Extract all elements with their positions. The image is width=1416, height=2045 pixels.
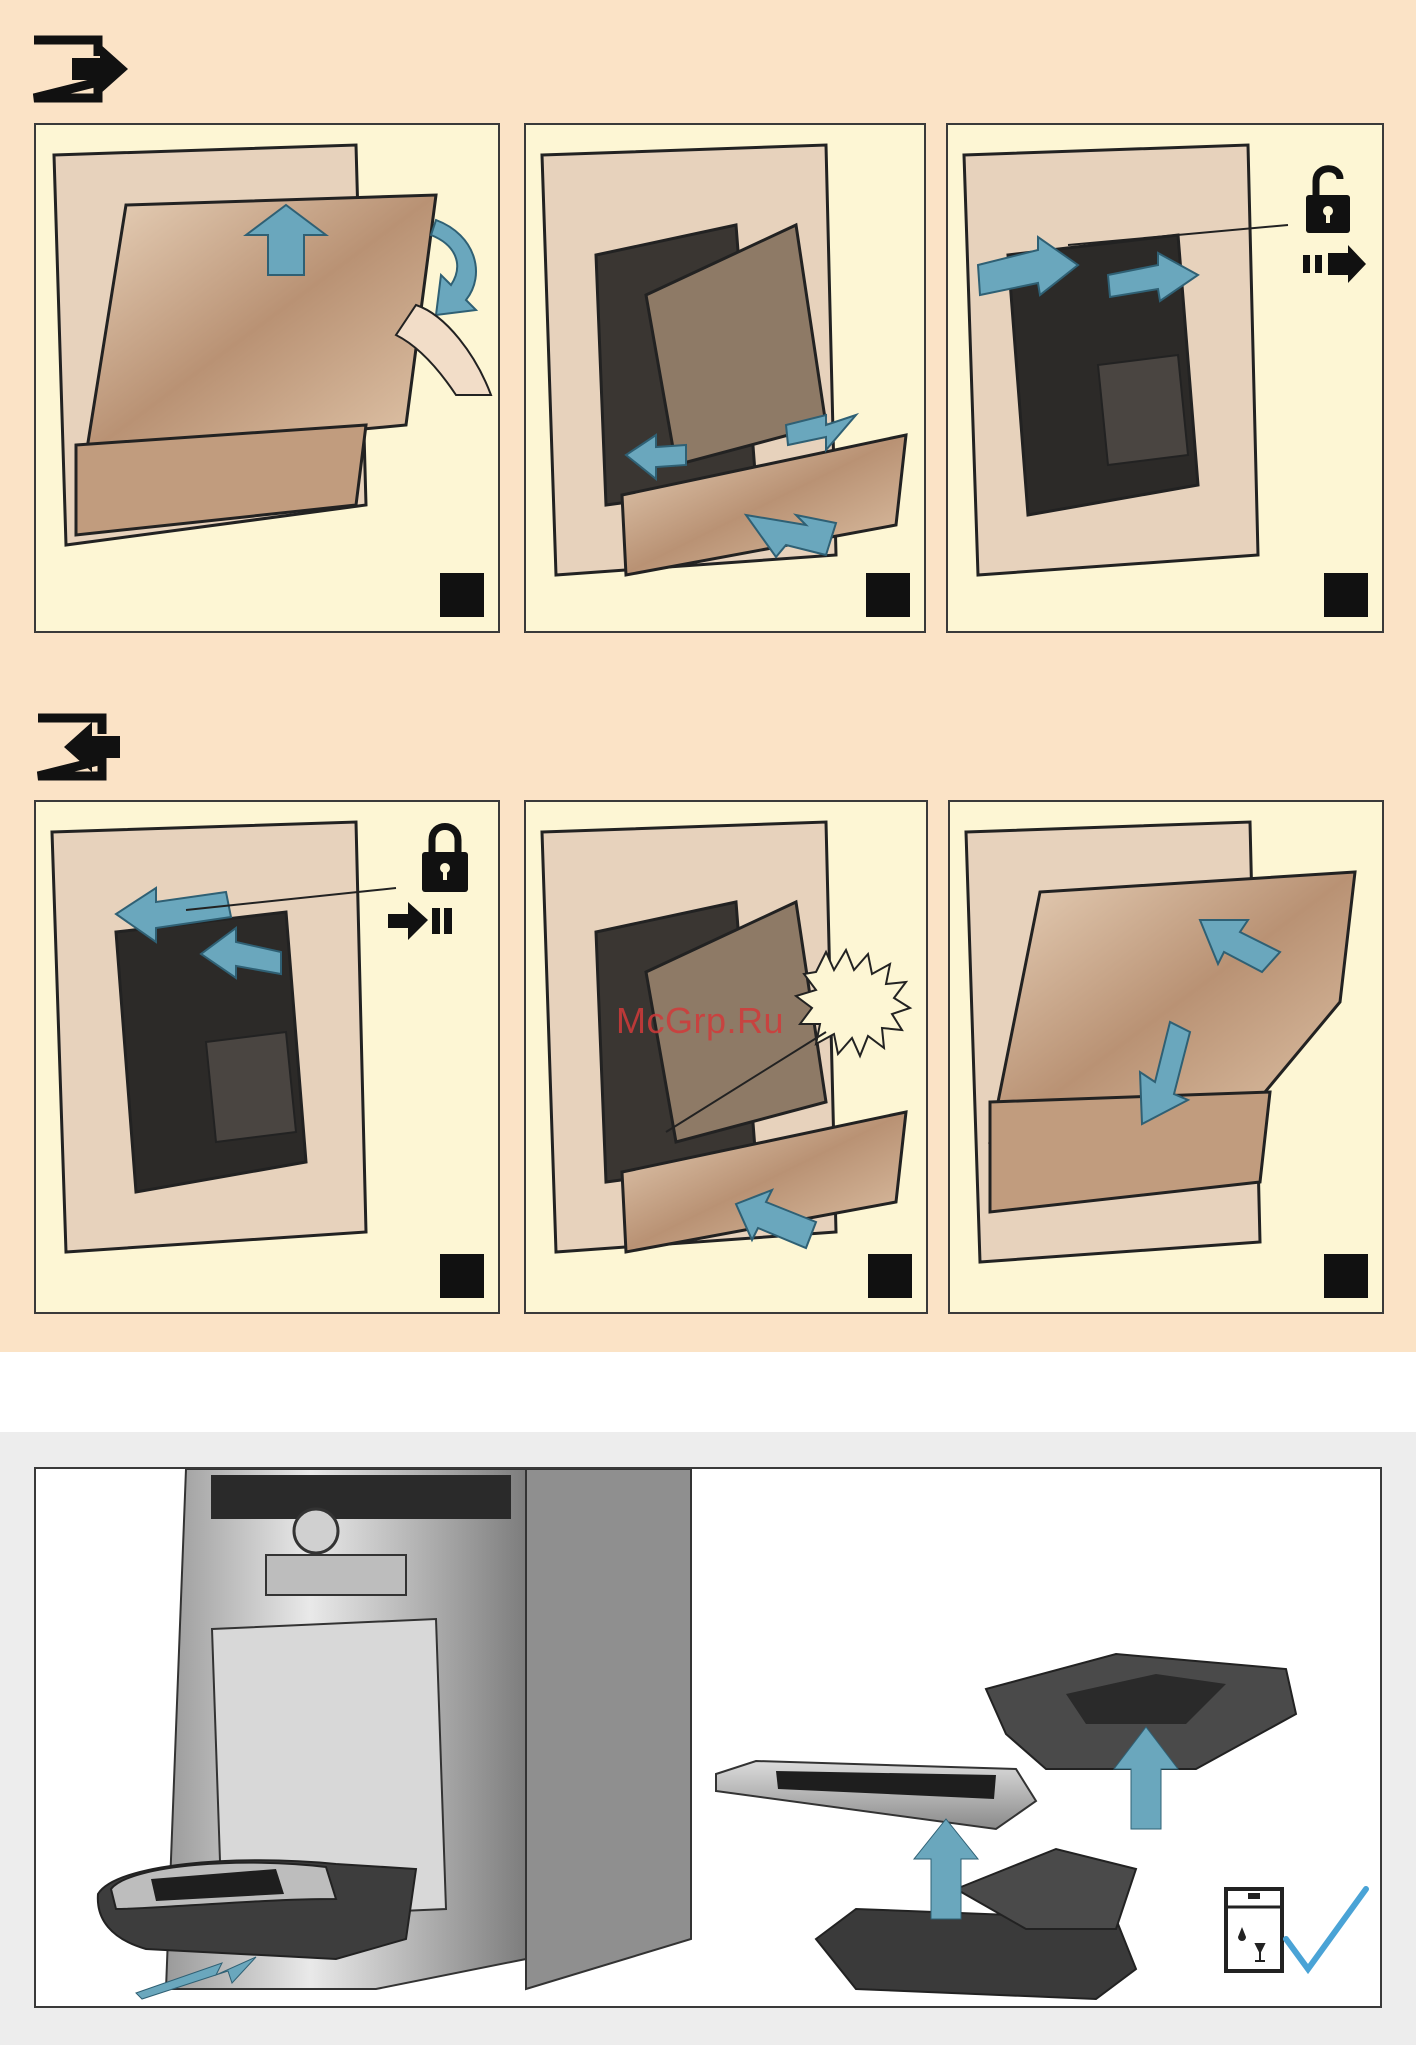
step-number-box (1324, 573, 1368, 617)
step-close-door (948, 800, 1384, 1314)
enter-arrow-icon (32, 712, 124, 782)
step-number-box (440, 573, 484, 617)
step-push-drawer (524, 800, 928, 1314)
dishwasher-safe-icon (1226, 1889, 1282, 1971)
checkmark-icon (1286, 1889, 1366, 1969)
step-number-box (1324, 1254, 1368, 1298)
drip-tray-panel (34, 1467, 1382, 2008)
unlock-icon (1306, 169, 1350, 233)
lock-icon (422, 827, 468, 893)
step-unlock-brew-unit (946, 123, 1384, 633)
step-open-door (34, 123, 500, 633)
step-number-box (868, 1254, 912, 1298)
step-lock-brew-unit (34, 800, 500, 1314)
exit-arrow-icon (28, 34, 132, 104)
step-pull-drawer (524, 123, 926, 633)
step-number-box (440, 1254, 484, 1298)
step-number-box (866, 573, 910, 617)
watermark: McGrp.Ru (616, 1000, 784, 1042)
